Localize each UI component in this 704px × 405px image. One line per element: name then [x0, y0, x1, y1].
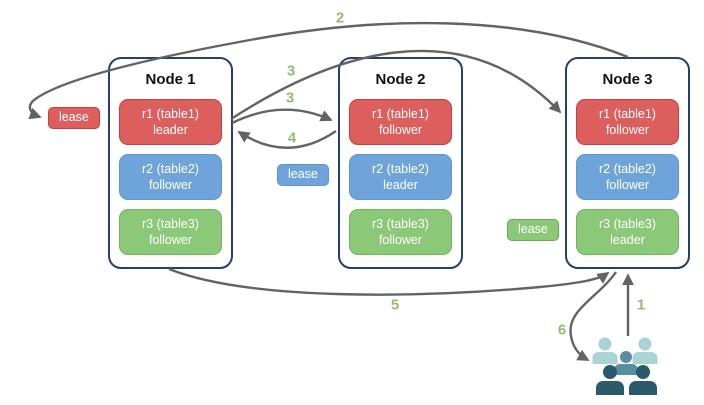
step-label-2: 2: [335, 9, 345, 27]
node-3-replica-r2: r2 (table2) follower: [576, 154, 679, 200]
replica-label: r2 (table2): [599, 161, 656, 176]
replica-role: follower: [378, 123, 423, 137]
arrow-step-5-node1-to-node3: [168, 267, 610, 296]
step-label-3-upper: 3: [286, 62, 296, 80]
replica-role: leader: [383, 178, 418, 192]
replica-role: follower: [148, 178, 193, 192]
replica-label: r3 (table3): [142, 216, 199, 231]
step-label-1: 1: [636, 296, 646, 314]
node-1: Node 1 r1 (table1) leader r2 (table2) fo…: [108, 57, 233, 269]
step-label-3-lower: 3: [285, 89, 295, 107]
arrow-step-3-node1-to-node2: [231, 108, 333, 125]
step-label-5: 5: [390, 296, 400, 314]
node-2-replica-r1: r1 (table1) follower: [349, 99, 452, 145]
node-1-title: Node 1: [145, 71, 196, 88]
node-1-replica-r1: r1 (table1) leader: [119, 99, 222, 145]
replica-label: r3 (table3): [372, 216, 429, 231]
lease-badge-table2: lease: [277, 164, 329, 186]
users-group-icon: [592, 337, 658, 395]
replica-role: leader: [153, 123, 188, 137]
replica-role: follower: [605, 178, 650, 192]
replica-role: leader: [610, 233, 645, 247]
node-2: Node 2 r1 (table1) follower r2 (table2) …: [338, 57, 463, 269]
replica-role: follower: [148, 233, 193, 247]
node-2-replica-r3: r3 (table3) follower: [349, 209, 452, 255]
replica-label: r1 (table1): [599, 106, 656, 121]
replica-role: follower: [605, 123, 650, 137]
replica-label: r1 (table1): [142, 106, 199, 121]
replica-label: r1 (table1): [372, 106, 429, 121]
node-1-replica-r2: r2 (table2) follower: [119, 154, 222, 200]
step-label-6: 6: [557, 321, 567, 339]
lease-badge-table1: lease: [48, 107, 100, 129]
node-3-replica-r1: r1 (table1) follower: [576, 99, 679, 145]
lease-badge-table3: lease: [507, 219, 559, 241]
node-3-title: Node 3: [602, 71, 653, 88]
node-3-replica-r3: r3 (table3) leader: [576, 209, 679, 255]
replica-label: r2 (table2): [142, 161, 199, 176]
node-3: Node 3 r1 (table1) follower r2 (table2) …: [565, 57, 690, 269]
step-label-4: 4: [287, 129, 297, 147]
replica-role: follower: [378, 233, 423, 247]
node-2-title: Node 2: [375, 71, 426, 88]
node-1-replica-r3: r3 (table3) follower: [119, 209, 222, 255]
node-2-replica-r2: r2 (table2) leader: [349, 154, 452, 200]
replica-label: r2 (table2): [372, 161, 429, 176]
replica-label: r3 (table3): [599, 216, 656, 231]
